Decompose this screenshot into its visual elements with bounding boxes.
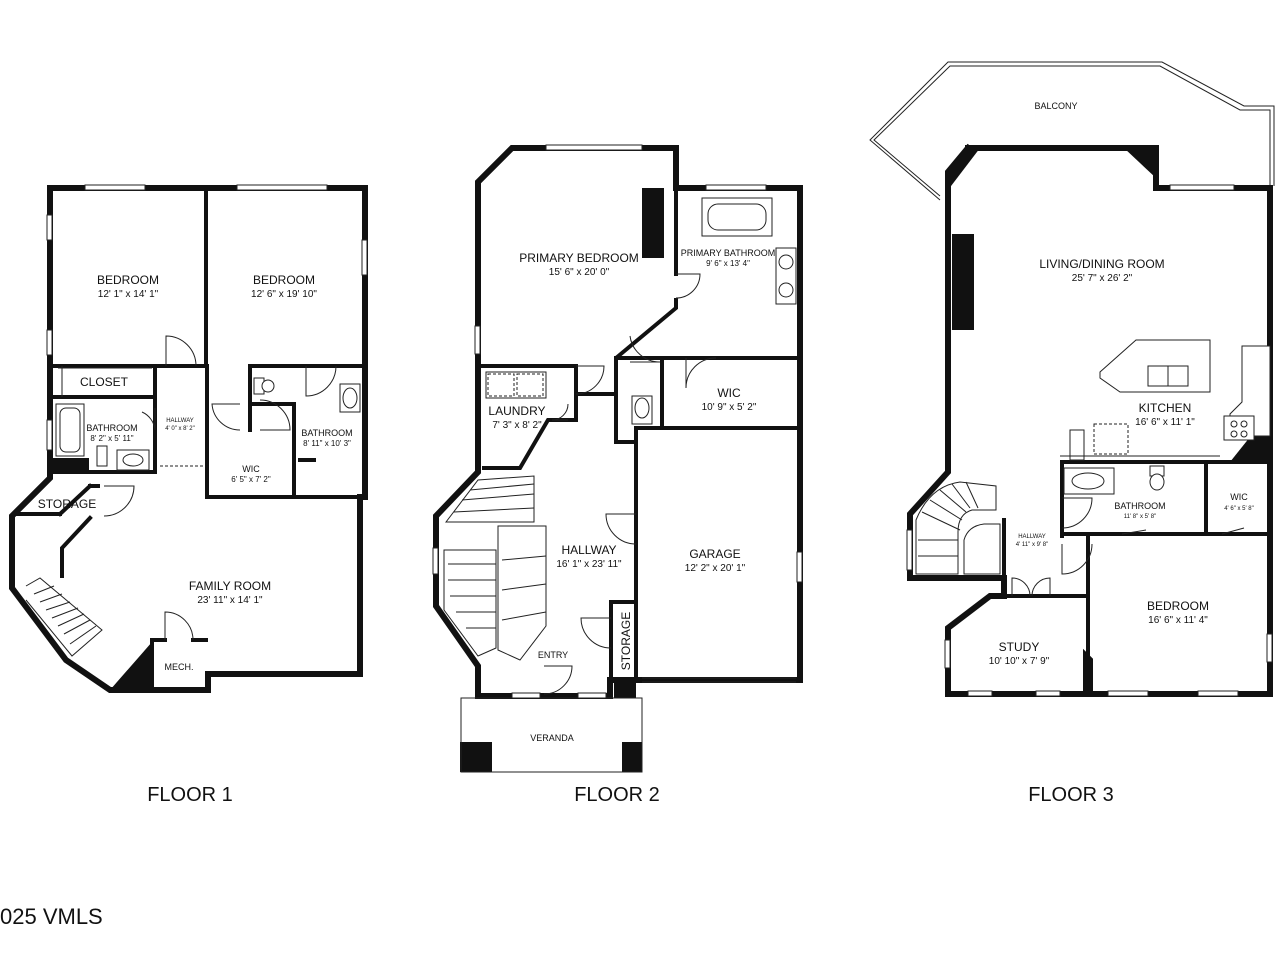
f3-bathroom-name: BATHROOM [1114, 501, 1165, 511]
f2-primary-bathroom-name: PRIMARY BATHROOM [681, 248, 776, 258]
f3-bedroom-name: BEDROOM [1147, 599, 1209, 613]
f2-wic-dims: 10' 9" x 5' 2" [702, 402, 757, 413]
f2-laundry-name: LAUNDRY [488, 404, 545, 418]
f2-wic-name: WIC [717, 386, 741, 400]
floor-3-plan [869, 61, 1275, 697]
f3-study-name: STUDY [999, 640, 1040, 654]
floor-1-label: FLOOR 1 [147, 784, 233, 806]
f3-wic-name: WIC [1230, 492, 1248, 502]
f3-bathroom-dims: 11' 8" x 5' 8" [1124, 514, 1156, 520]
f1-bedroom-2-dims: 12' 6" x 19' 10" [251, 289, 317, 300]
f3-study-dims: 10' 10" x 7' 9" [989, 656, 1050, 667]
f2-veranda-name: VERANDA [530, 733, 574, 743]
f2-primary-bedroom-dims: 15' 6" x 20' 0" [549, 267, 610, 278]
f1-closet-name: CLOSET [80, 375, 129, 389]
f3-balcony-name: BALCONY [1034, 101, 1077, 111]
f2-storage-name: STORAGE [619, 612, 633, 670]
floor-2-plan [432, 144, 803, 773]
f1-family-room-dims: 23' 11" x 14' 1" [197, 595, 263, 606]
f2-primary-bathroom-dims: 9' 6" x 13' 4" [706, 259, 750, 268]
f1-bedroom-2-name: BEDROOM [253, 273, 315, 287]
f3-living-dining-name: LIVING/DINING ROOM [1039, 257, 1164, 271]
f3-hallway-dims: 4' 11" x 9' 8" [1016, 542, 1048, 548]
f1-mech-name: MECH. [165, 662, 194, 672]
f3-bedroom-dims: 16' 6" x 11' 4" [1148, 615, 1208, 626]
f1-bathroom-2-dims: 8' 11" x 10' 3" [303, 439, 351, 448]
f2-garage-dims: 12' 2" x 20' 1" [685, 563, 746, 574]
floor-1-plan [9, 184, 368, 693]
f2-hallway-name: HALLWAY [561, 543, 616, 557]
f1-wic-dims: 6' 5" x 7' 2" [231, 475, 271, 484]
f3-hallway-name: HALLWAY [1018, 534, 1046, 540]
f1-hallway-name: HALLWAY [166, 418, 194, 424]
f1-storage-name: STORAGE [38, 497, 96, 511]
f2-entry-name: ENTRY [538, 650, 568, 660]
floor-3-label: FLOOR 3 [1028, 784, 1114, 806]
copyright-text: 025 VMLS [0, 904, 103, 929]
f3-kitchen-dims: 16' 6" x 11' 1" [1135, 417, 1195, 428]
f1-family-room-name: FAMILY ROOM [189, 579, 271, 593]
f1-bathroom-1-name: BATHROOM [86, 423, 137, 433]
f2-hallway-dims: 16' 1" x 23' 11" [556, 559, 622, 570]
f3-kitchen-name: KITCHEN [1139, 401, 1192, 415]
f2-primary-bedroom-name: PRIMARY BEDROOM [519, 251, 639, 265]
f2-garage-name: GARAGE [689, 547, 740, 561]
floor-2-label: FLOOR 2 [574, 784, 660, 806]
f1-hallway-dims: 4' 0" x 8' 2" [165, 426, 195, 432]
f1-bedroom-1-dims: 12' 1" x 14' 1" [98, 289, 159, 300]
f2-laundry-dims: 7' 3" x 8' 2" [492, 420, 542, 431]
f1-bathroom-2-name: BATHROOM [301, 428, 352, 438]
f3-wic-dims: 4' 6" x 5' 8" [1224, 506, 1254, 512]
f3-living-dining-dims: 25' 7" x 26' 2" [1072, 273, 1133, 284]
f1-bathroom-1-dims: 8' 2" x 5' 11" [90, 434, 133, 443]
f1-wic-name: WIC [242, 464, 260, 474]
f1-bedroom-1-name: BEDROOM [97, 273, 159, 287]
